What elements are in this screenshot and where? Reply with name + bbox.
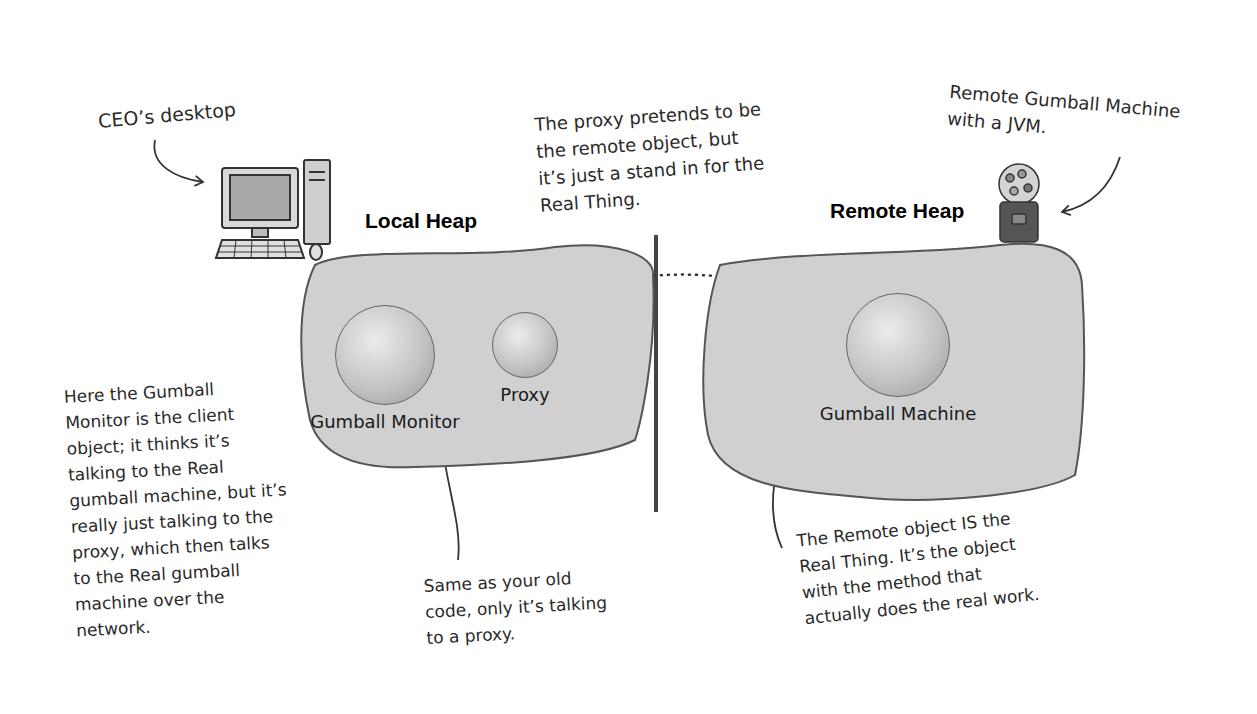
heap-heading: Local Heap (365, 209, 477, 233)
object-circle: Proxy (481, 312, 569, 407)
annotation-note: Remote Gumball Machine with a JVM. (946, 78, 1188, 153)
heap-region: Local HeapGumball Monitor Proxy (295, 205, 660, 475)
annotation-note: The Remote object IS the Real Thing. It’… (795, 503, 1045, 632)
object-sphere (492, 312, 558, 378)
annotation-note: CEO’s desktop (97, 93, 259, 136)
annotation-note: The proxy pretends to be the remote obje… (534, 95, 769, 219)
heap-blob (301, 245, 653, 467)
object-sphere (846, 293, 950, 397)
heap-heading: Remote Heap (830, 199, 964, 223)
object-name: Gumball Machine (809, 403, 987, 424)
heap-blob (703, 244, 1084, 500)
gumball-machine-icon (999, 164, 1039, 242)
object-name: Proxy (481, 384, 569, 405)
leader-line (1062, 157, 1120, 212)
object-sphere (335, 305, 435, 405)
annotation-note: Here the Gumball Monitor is the client o… (63, 372, 294, 643)
object-name: Gumball Monitor (301, 411, 469, 432)
leader-line (154, 140, 203, 182)
heap-region: Remote HeapGumball Machine (700, 195, 1085, 510)
object-circle: Gumball Monitor (301, 305, 469, 434)
computer-illustration (216, 160, 330, 260)
object-circle: Gumball Machine (809, 293, 987, 426)
annotation-note: Same as your old code, only it’s talking… (423, 563, 617, 651)
